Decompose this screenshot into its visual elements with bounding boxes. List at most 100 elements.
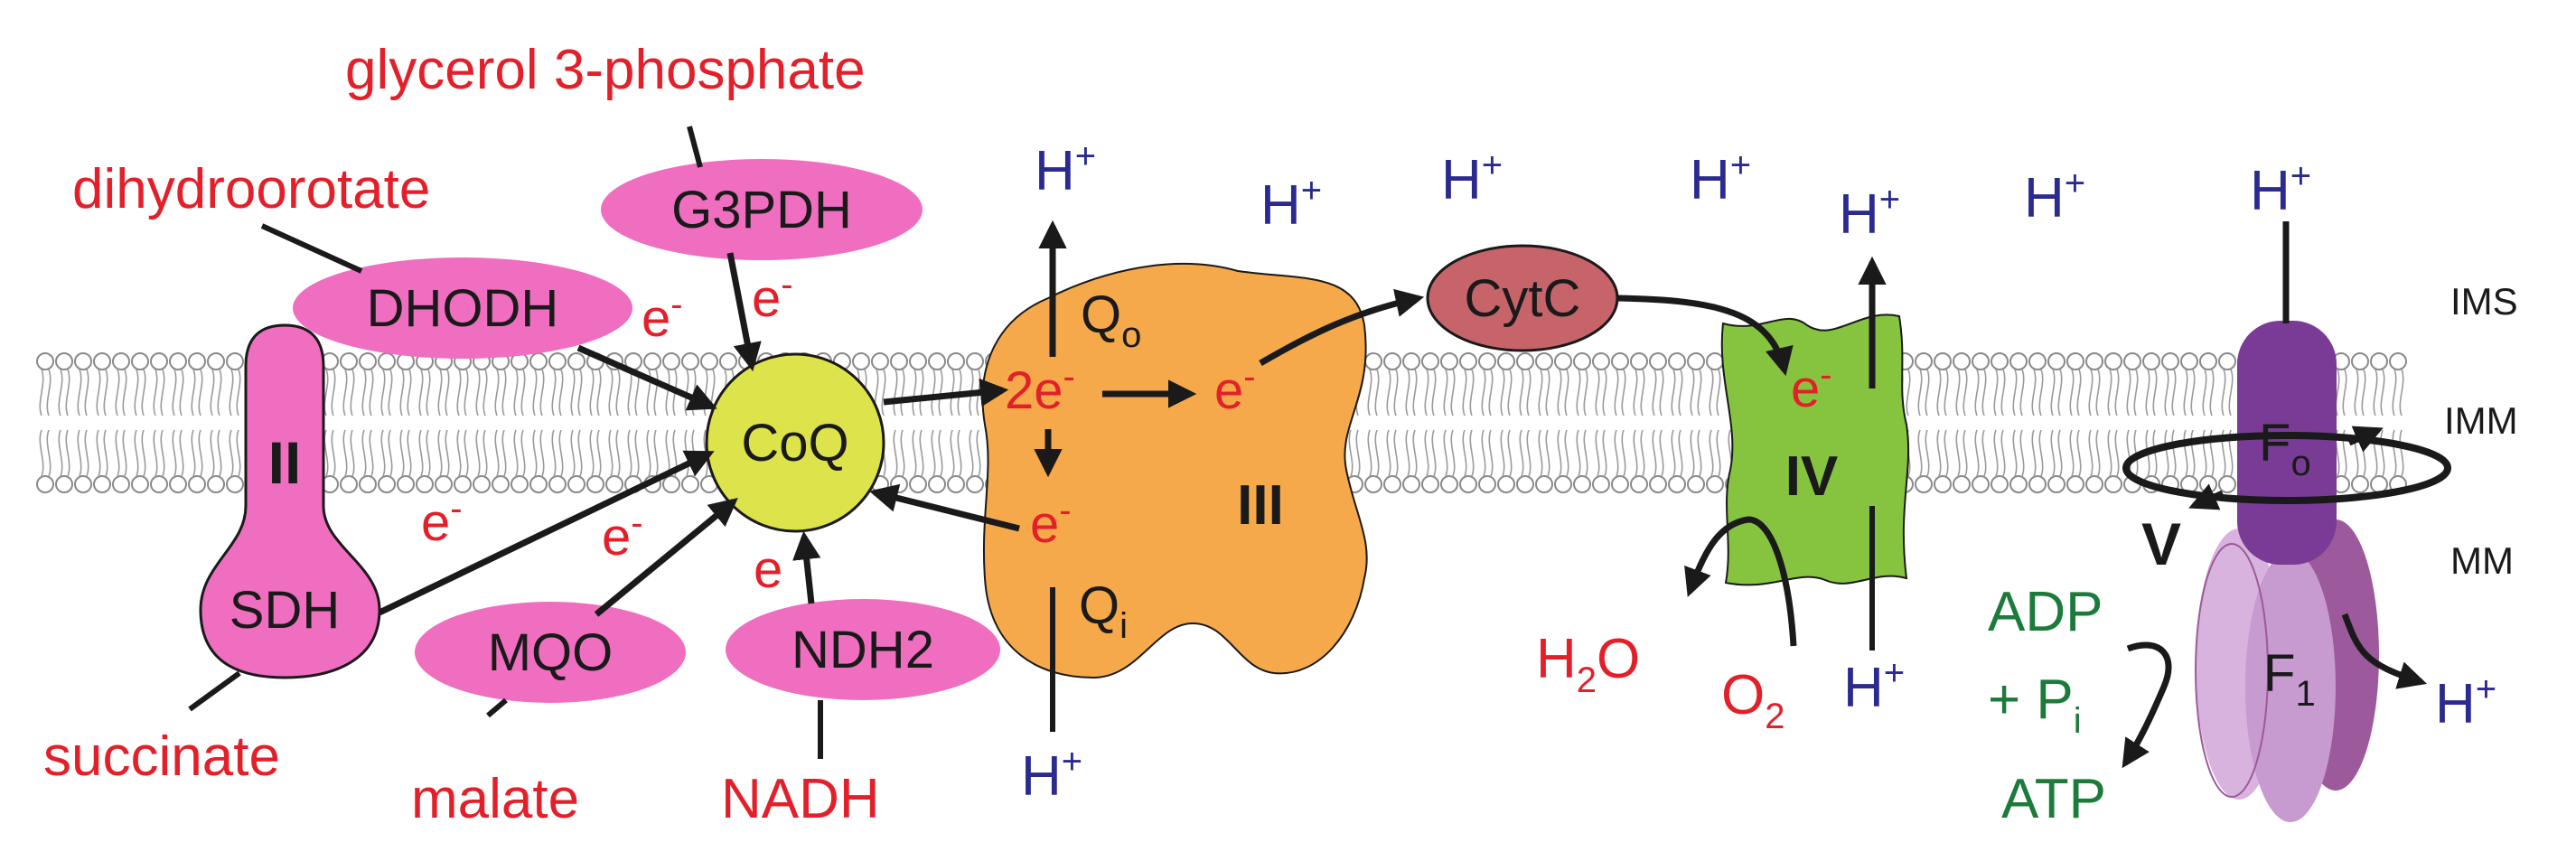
lipid-tail [2107, 429, 2112, 477]
lipid-head [1592, 352, 1610, 370]
lipid-tail [2114, 429, 2120, 477]
lipid-tail [2342, 369, 2347, 416]
proton-label: H+ [1260, 171, 1322, 237]
lipid-head [2104, 352, 2122, 370]
lipid-head [2047, 475, 2065, 493]
g3pdh-ellipse [601, 159, 923, 260]
lipid-tail [976, 429, 981, 477]
lipid-tail [84, 369, 89, 416]
lipid-head [93, 352, 111, 370]
lipid-head [2351, 352, 2369, 370]
lipid-tail [236, 369, 241, 416]
lipid-tail [2399, 429, 2404, 477]
lipid-head [1440, 475, 1458, 493]
lipid-head [131, 352, 149, 370]
lipid-tail [2342, 429, 2347, 477]
fo-rotation-ring [2122, 432, 2451, 504]
lipid-head [207, 352, 225, 370]
lipid-tail [1917, 369, 1923, 416]
lipid-tail [217, 429, 222, 477]
succinate-label: succinate [43, 725, 280, 788]
lipid-tail [1545, 369, 1550, 416]
lipid-tail [2361, 369, 2366, 416]
lipid-head [966, 475, 984, 493]
lipid-tail [1906, 369, 1911, 416]
lipid-head [909, 475, 927, 493]
lipid-tail [1633, 429, 1638, 477]
electron-label-complex3-qo: e- [1214, 357, 1256, 420]
lipid-head [1915, 352, 1933, 370]
lipid-tail [1640, 369, 1645, 416]
lipid-tail [615, 369, 621, 416]
lipid-head [1497, 352, 1515, 370]
lipid-tail [1993, 369, 1999, 416]
lipid-tail [919, 369, 924, 416]
lipid-head [1364, 475, 1382, 493]
lipid-tail [1564, 429, 1569, 477]
ims-label: IMS [2450, 280, 2518, 323]
lipid-tail [589, 369, 595, 416]
mqo-label: MQO [488, 623, 614, 682]
lipid-tail [1412, 369, 1418, 416]
lipid-head [1573, 475, 1591, 493]
lipid-tail [912, 429, 917, 477]
lipid-tail [39, 369, 44, 416]
lipid-tail [551, 429, 557, 477]
lipid-head [454, 475, 472, 493]
lipid-tail [2335, 369, 2340, 416]
lipid-head [416, 475, 434, 493]
lipid-tail [84, 429, 89, 477]
lipid-tail [350, 429, 355, 477]
lipid-tail [160, 429, 165, 477]
lipid-tail [900, 429, 905, 477]
lipid-head [1478, 475, 1496, 493]
proton-label: H+ [2024, 164, 2085, 229]
lipid-tail [445, 429, 450, 477]
lipid-tail [1481, 429, 1486, 477]
lipid-tail [1488, 429, 1494, 477]
lipid-head [890, 475, 908, 493]
lipid-head [226, 352, 244, 370]
lipid-tail [1443, 369, 1448, 416]
lipid-head [2389, 352, 2407, 370]
lipid-tail [1450, 429, 1456, 477]
lipid-tail [198, 429, 203, 477]
proton-label: H+ [2250, 156, 2311, 222]
lipid-head [852, 352, 870, 370]
lipid-tail [1576, 429, 1581, 477]
lipid-tail [919, 429, 924, 477]
lipid-head [1402, 352, 1420, 370]
lipid-tail [2228, 369, 2234, 416]
lipid-tail [1507, 369, 1513, 416]
lipid-head [871, 352, 889, 370]
lipid-tail [551, 369, 557, 416]
lipid-tail [1962, 369, 1968, 416]
lipid-tail [2171, 369, 2177, 416]
lipid-head [1440, 352, 1458, 370]
lipid-head [2028, 352, 2047, 370]
lipid-tail [475, 429, 481, 477]
proton-label: H+ [1690, 145, 1751, 211]
lipid-tail [1386, 429, 1391, 477]
lipid-tail [2133, 369, 2139, 416]
lipid-tail [1538, 429, 1543, 477]
arrow-complex3-coq [868, 483, 1020, 532]
lipid-tail [2190, 369, 2196, 416]
lipid-tail [1659, 429, 1664, 477]
lipid-tail [900, 369, 905, 416]
lipid-tail [570, 429, 576, 477]
lipid-tail [2354, 369, 2359, 416]
lipid-tail [236, 429, 241, 477]
lipid-tail [577, 429, 583, 477]
lipid-tail [969, 429, 974, 477]
lipid-tail [179, 369, 184, 416]
lipid-head [681, 352, 699, 370]
lipid-tail [2095, 369, 2101, 416]
lipid-tail [665, 369, 670, 416]
arrow-coq-complex3 [883, 378, 1009, 407]
mqo-ellipse [415, 602, 686, 703]
lipid-head [1535, 352, 1553, 370]
lipid-head [2009, 475, 2028, 493]
lipid-tail [2000, 429, 2006, 477]
